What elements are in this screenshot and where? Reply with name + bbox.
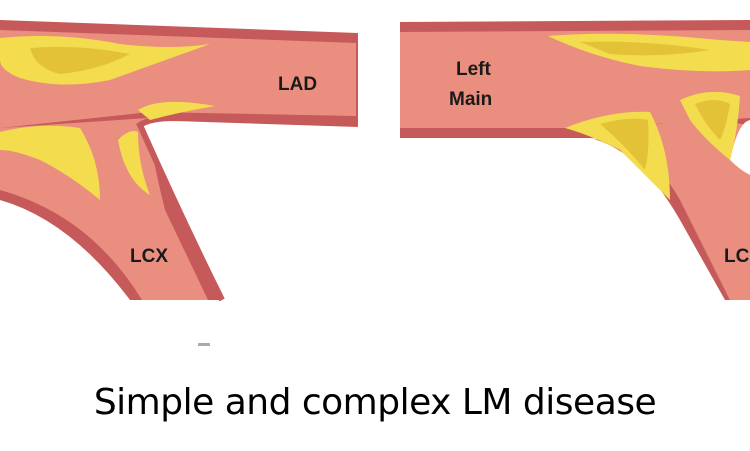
label-lcx-right: LC xyxy=(724,246,750,267)
left-plaque-carina-side xyxy=(118,131,150,195)
right-panel-complex-bifurcation: Left Main LC xyxy=(400,20,750,300)
label-lcx-left: LCX xyxy=(130,246,168,267)
right-plaque-top-lm-core xyxy=(580,41,710,56)
left-carina xyxy=(140,118,358,300)
right-plaque-bottom-lm-core xyxy=(600,118,649,170)
left-plaque-top-lad-core xyxy=(30,46,130,74)
label-left-main-line2: Main xyxy=(449,89,492,110)
small-dash-mark xyxy=(198,343,210,346)
right-plaque-carina-core xyxy=(695,100,730,140)
left-carina-edge xyxy=(136,114,359,302)
label-lad: LAD xyxy=(278,74,317,95)
right-carina xyxy=(730,120,750,175)
left-plaque-lcx-inner xyxy=(0,125,100,200)
left-panel-simple-bifurcation: LAD LCX xyxy=(0,20,359,346)
figure-caption: Simple and complex LM disease xyxy=(93,382,657,423)
left-plaque-carina-top xyxy=(138,101,215,120)
right-lcx-lumen xyxy=(580,121,750,300)
label-left-main-line1: Left xyxy=(456,59,492,80)
